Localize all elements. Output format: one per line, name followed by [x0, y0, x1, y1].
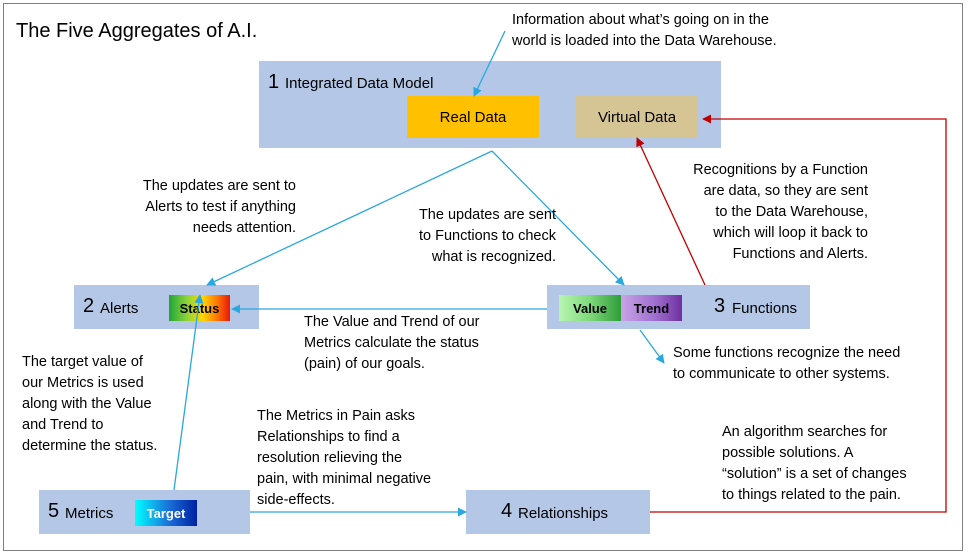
metrics-box: 5 Metrics Target [39, 490, 250, 534]
note-pain: The Metrics in Pain asks Relationships t… [257, 408, 432, 508]
note-algorithm: An algorithm searches for possible solut… [722, 424, 907, 503]
arrow-functions-to-other-systems [639, 329, 665, 364]
functions-label: Functions [732, 300, 798, 317]
note-target: The target value of our Metrics is used … [22, 354, 158, 454]
functions-box: Value Trend 3 Functions [547, 285, 810, 329]
metrics-label: Metrics [65, 505, 114, 522]
diagram-frame [3, 3, 963, 551]
trend-chip: Trend [621, 295, 682, 321]
note-recognitions: Recognitions by a Function are data, so … [693, 162, 868, 262]
trend-label: Trend [633, 300, 670, 316]
relationships-label: Relationships [518, 505, 609, 522]
real-data-label: Real Data [439, 108, 507, 126]
arrow-metrics-to-alerts [173, 294, 204, 491]
status-chip: Status [169, 295, 230, 321]
target-chip: Target [135, 500, 197, 526]
functions-number: 3 [714, 295, 726, 317]
data-model-number: 1 [268, 71, 280, 93]
arrow-model-to-alerts [206, 150, 493, 286]
alerts-label: Alerts [100, 300, 139, 317]
note-communicate: Some functions recognize the need to com… [673, 345, 901, 382]
virtual-data-label: Virtual Data [597, 108, 677, 126]
note-value-trend: The Value and Trend of our Metrics calcu… [304, 314, 480, 372]
status-label: Status [179, 300, 220, 316]
note-warehouse: Information about what’s going on in the… [512, 12, 777, 49]
note-to-functions: The updates are sent to Functions to che… [418, 207, 556, 265]
arrow-world-to-real-data [473, 30, 506, 97]
value-chip: Value [559, 295, 621, 321]
value-label: Value [573, 300, 607, 316]
note-to-alerts: The updates are sent to Alerts to test i… [142, 178, 296, 236]
arrow-model-to-functions [491, 150, 625, 286]
relationships-number: 4 [501, 500, 513, 522]
target-label: Target [146, 505, 186, 521]
metrics-number: 5 [48, 500, 60, 522]
relationships-box: 4 Relationships [466, 490, 650, 534]
alerts-box: 2 Alerts Status [74, 285, 259, 329]
data-model-box: 1 Integrated Data Model Real Data Virtua… [259, 61, 721, 148]
diagram-title: The Five Aggregates of A.I. [16, 20, 258, 42]
arrow-functions-to-virtual-data [636, 137, 706, 286]
alerts-number: 2 [83, 295, 95, 317]
arrow-relationships-to-virtual-data [650, 114, 947, 513]
data-model-label: Integrated Data Model [285, 75, 434, 92]
real-data-chip: Real Data [407, 96, 539, 138]
virtual-data-chip: Virtual Data [576, 96, 698, 138]
